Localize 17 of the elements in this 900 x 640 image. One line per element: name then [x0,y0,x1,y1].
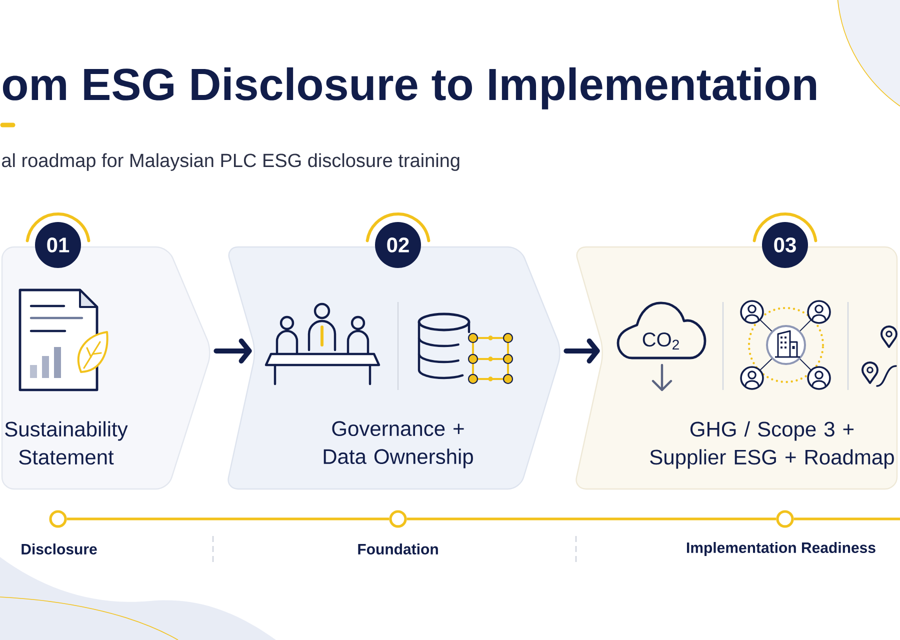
timeline-line [794,518,900,520]
number-badge: 03 [762,222,808,268]
timeline-label: Foundation [358,543,438,554]
title: om ESG Disclosure to Implementation [2,67,816,110]
subtitle: al roadmap for Malaysian PLC ESG disclosure training [2,153,460,171]
arrow [564,338,600,364]
timeline-line [66,518,390,520]
timeline-dot [49,510,67,528]
timeline-label: Implementation Readiness [686,542,876,556]
timeline-label: Disclosure [22,543,97,554]
arrow [214,338,252,364]
timeline-dot [389,510,407,528]
timeline-line [406,518,776,520]
number-badge: 01 [35,222,81,268]
number-badge: 02 [375,222,421,268]
formula-text: CO$_{2}$ [642,332,679,350]
timeline-dot [776,510,794,528]
